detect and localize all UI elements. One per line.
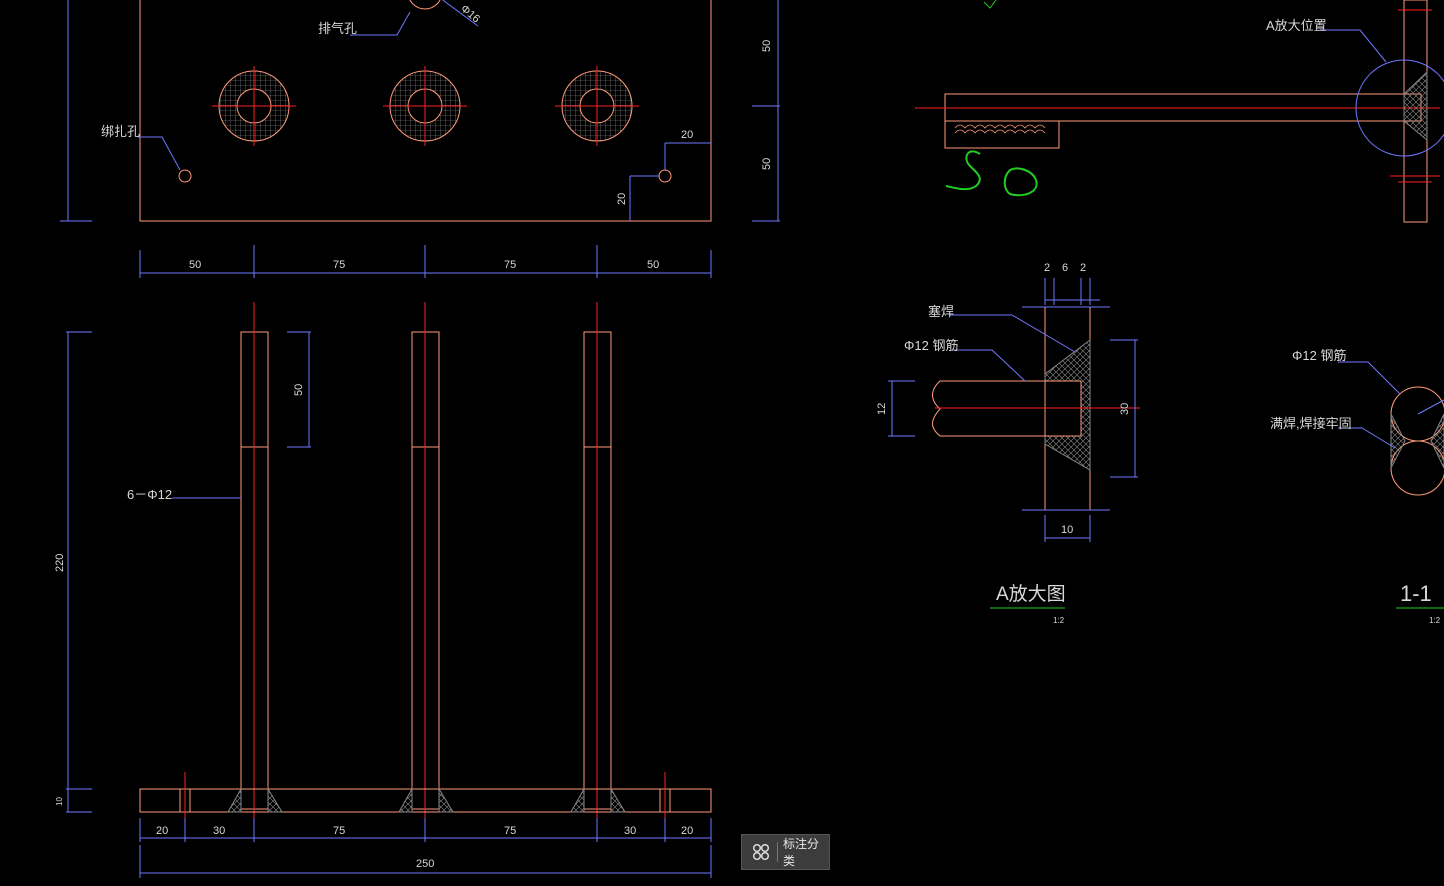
detail-bottom-dim: 10 (1061, 524, 1073, 536)
section-weld-note: 满焊,焊接牢固 (1270, 416, 1352, 431)
elev-dim-2: 30 (213, 825, 225, 837)
detail-top-dim-1: 2 (1044, 262, 1050, 274)
section-scale: 1:2 (1429, 616, 1441, 625)
elevation-base-plate (139, 788, 712, 813)
tie-hole-left (178, 169, 192, 183)
elevation-view (66, 302, 712, 878)
plug-weld-label: 塞焊 (928, 304, 954, 319)
total-dim: 250 (416, 858, 434, 870)
plan-dim-bottom-4: 50 (647, 259, 659, 271)
a-location-label: A放大位置 (1266, 18, 1327, 33)
tie-hole-label: 绑扎孔 (101, 124, 140, 139)
elev-dim-4: 75 (504, 825, 516, 837)
rebar-1 (240, 302, 269, 830)
plan-dim-bottom-1: 50 (189, 259, 201, 271)
vent-dia-leader (441, 0, 479, 27)
detail-a-scale: 1:2 (1053, 616, 1065, 625)
plan-hole-2 (383, 66, 467, 146)
a-location-leader (1320, 29, 1387, 63)
detail-a-title: A放大图 (996, 583, 1066, 605)
plan-hole-3 (555, 66, 639, 146)
vent-dia-label: Φ16 (458, 3, 482, 26)
vent-hole (409, 0, 441, 10)
detail-left-dim: 12 (876, 403, 888, 415)
elev-dim-5: 30 (624, 825, 636, 837)
tie-hole-leader (138, 136, 181, 171)
button-separator (777, 842, 779, 862)
grid-four-circles-icon (750, 841, 771, 863)
detail-top-dim-2: 6 (1062, 262, 1068, 274)
section-1-1 (1338, 361, 1444, 609)
plan-plate-outline (139, 0, 712, 222)
elev-dim-1: 20 (156, 825, 168, 837)
handwritten-mark (945, 150, 1038, 197)
side-weld-block (944, 120, 1060, 149)
plan-hole-1 (212, 66, 296, 146)
vent-hole-label: 排气孔 (318, 21, 357, 36)
plan-dim-bottom-3: 75 (504, 259, 516, 271)
elev-dim-6: 20 (681, 825, 693, 837)
plan-dim-right-upper: 50 (761, 40, 773, 52)
a-location-circle (1355, 59, 1444, 157)
side-view (915, 0, 1444, 223)
plan-view (60, 0, 780, 278)
detail-a (888, 278, 1140, 609)
plan-dim-right-lower: 50 (761, 158, 773, 170)
plan-dim-hole-y: 20 (616, 193, 628, 205)
detail-top-dim-3: 2 (1080, 262, 1086, 274)
plan-dim-bottom-2: 75 (333, 259, 345, 271)
detail-rebar-label: Φ12 钢筋 (904, 338, 958, 353)
rebar-2 (411, 302, 440, 830)
plan-dim-hole-x: 20 (681, 129, 693, 141)
vent-hole-leader (350, 11, 411, 36)
plate-dim: 10 (55, 797, 64, 806)
bar-label: 6－Φ12 (127, 487, 172, 502)
bar-top-dim: 50 (293, 384, 305, 396)
section-title: 1-1 (1400, 581, 1432, 606)
height-dim: 220 (54, 554, 66, 572)
detail-right-dim: 30 (1119, 403, 1131, 415)
section-rebar-label: Φ12 钢筋 (1292, 348, 1346, 363)
tie-hole-right (658, 169, 672, 183)
annotation-category-label: 标注分类 (783, 837, 820, 868)
elev-dim-3: 75 (333, 825, 345, 837)
annotation-category-button[interactable]: 标注分类 (741, 834, 830, 870)
rebar-3 (583, 302, 612, 830)
